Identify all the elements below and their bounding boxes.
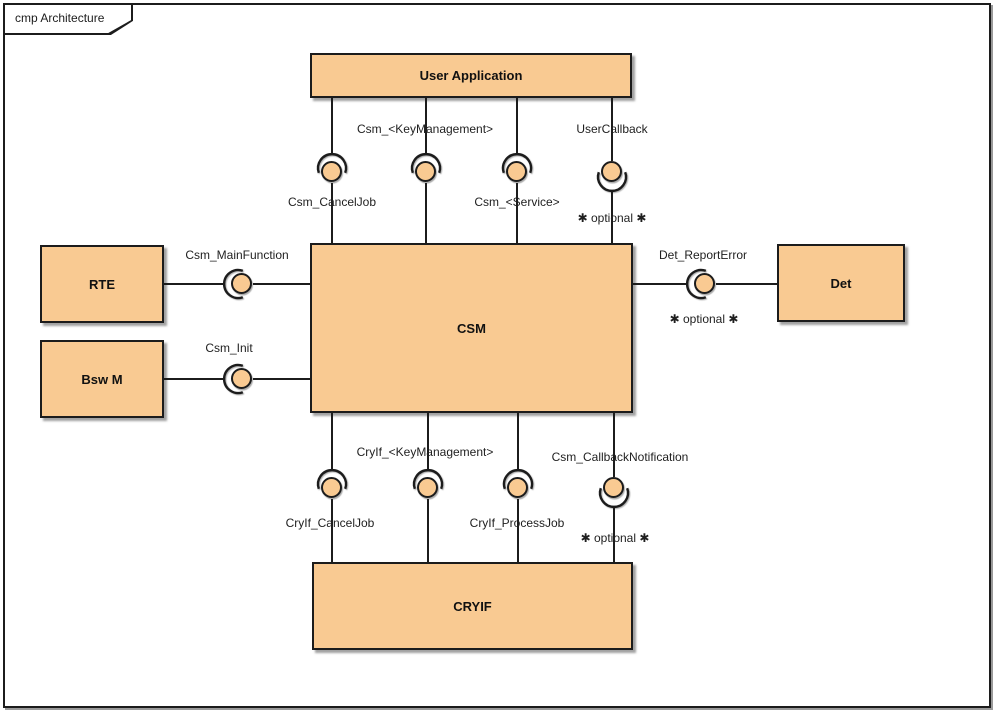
cryif-keymanagement-lower-line: [427, 499, 429, 562]
csm-mainfunction-right-line: [253, 283, 310, 285]
component-det-label: Det: [830, 275, 852, 291]
component-bswm[interactable]: Bsw M: [40, 340, 164, 418]
optional-note-usercallback: ✱ optional ✱: [577, 211, 647, 225]
interface-label-csm-mainfunction: Csm_MainFunction: [185, 248, 289, 262]
cryif-processjob-upper-line: [517, 413, 519, 470]
interface-label-det-reporterror: Det_ReportError: [658, 248, 748, 262]
csm-mainfunction-left-line: [164, 283, 224, 285]
component-user-application-label: User Application: [419, 68, 523, 83]
component-rte[interactable]: RTE: [40, 245, 164, 323]
component-rte-label: RTE: [89, 276, 115, 292]
interface-label-csm-service: Csm_<Service>: [474, 195, 560, 209]
required-interface-socket-icon: [598, 487, 630, 509]
det-reporterror-left-line: [633, 283, 687, 285]
optional-note-csm-callbacknotification: ✱ optional ✱: [580, 531, 650, 545]
det-reporterror-right-line: [716, 283, 777, 285]
component-bswm-label: Bsw M: [81, 371, 123, 387]
usercallback-upper-line: [611, 98, 613, 161]
csm-canceljob-lower-line: [331, 183, 333, 243]
required-interface-socket-icon: [410, 152, 442, 174]
provided-interface-ball-icon: [231, 368, 252, 389]
optional-note-det-reporterror: ✱ optional ✱: [669, 312, 739, 326]
provided-interface-ball-icon: [603, 477, 624, 498]
provided-interface-ball-icon: [601, 161, 622, 182]
interface-label-csm-canceljob: Csm_CancelJob: [287, 195, 377, 209]
required-interface-socket-icon: [685, 268, 707, 300]
required-interface-socket-icon: [412, 468, 444, 490]
cryif-processjob-lower-line: [517, 499, 519, 562]
required-interface-socket-icon: [501, 152, 533, 174]
required-interface-socket-icon: [502, 468, 534, 490]
provided-interface-ball-icon: [506, 161, 527, 182]
provided-interface-ball-icon: [694, 273, 715, 294]
required-interface-socket-icon: [316, 468, 348, 490]
csm-keymanagement-lower-line: [425, 183, 427, 243]
interface-label-csm-keymanagement: Csm_<KeyManagement>: [356, 122, 494, 136]
component-cryif-label: CRYIF: [453, 598, 492, 614]
cryif-canceljob-lower-line: [331, 499, 333, 562]
interface-label-csm-init: Csm_Init: [205, 341, 253, 355]
csm-canceljob-upper-line: [331, 98, 333, 154]
component-csm[interactable]: CSM: [310, 243, 633, 413]
interface-label-cryif-keymanagement: CryIf_<KeyManagement>: [356, 445, 494, 459]
cryif-canceljob-upper-line: [331, 413, 333, 470]
provided-interface-ball-icon: [417, 477, 438, 498]
component-csm-label: CSM: [457, 320, 486, 336]
component-det[interactable]: Det: [777, 244, 905, 322]
component-cryif[interactable]: CRYIF: [312, 562, 633, 650]
provided-interface-ball-icon: [321, 477, 342, 498]
interface-label-cryif-processjob: CryIf_ProcessJob: [469, 516, 565, 530]
csm-service-upper-line: [516, 98, 518, 154]
provided-interface-ball-icon: [231, 273, 252, 294]
csm-callbacknotification-upper-line: [613, 413, 615, 477]
frame-tab-fill: [5, 5, 131, 33]
csm-init-right-line: [253, 378, 310, 380]
required-interface-socket-icon: [316, 152, 348, 174]
csm-init-left-line: [164, 378, 224, 380]
cryif-keymanagement-upper-line: [427, 413, 429, 470]
csm-keymanagement-upper-line: [425, 98, 427, 154]
provided-interface-ball-icon: [507, 477, 528, 498]
provided-interface-ball-icon: [415, 161, 436, 182]
interface-label-usercallback: UserCallback: [576, 122, 648, 136]
interface-label-cryif-canceljob: CryIf_CancelJob: [285, 516, 375, 530]
required-interface-socket-icon: [222, 363, 244, 395]
interface-label-csm-callbacknotification: Csm_CallbackNotification: [551, 450, 689, 464]
usercallback-lower-line: [611, 191, 613, 243]
csm-service-lower-line: [516, 183, 518, 243]
provided-interface-ball-icon: [321, 161, 342, 182]
required-interface-socket-icon: [596, 171, 628, 193]
component-user-application[interactable]: User Application: [310, 53, 632, 98]
required-interface-socket-icon: [222, 268, 244, 300]
frame-tab-label: cmp Architecture: [15, 11, 105, 25]
csm-callbacknotification-lower-line: [613, 507, 615, 562]
